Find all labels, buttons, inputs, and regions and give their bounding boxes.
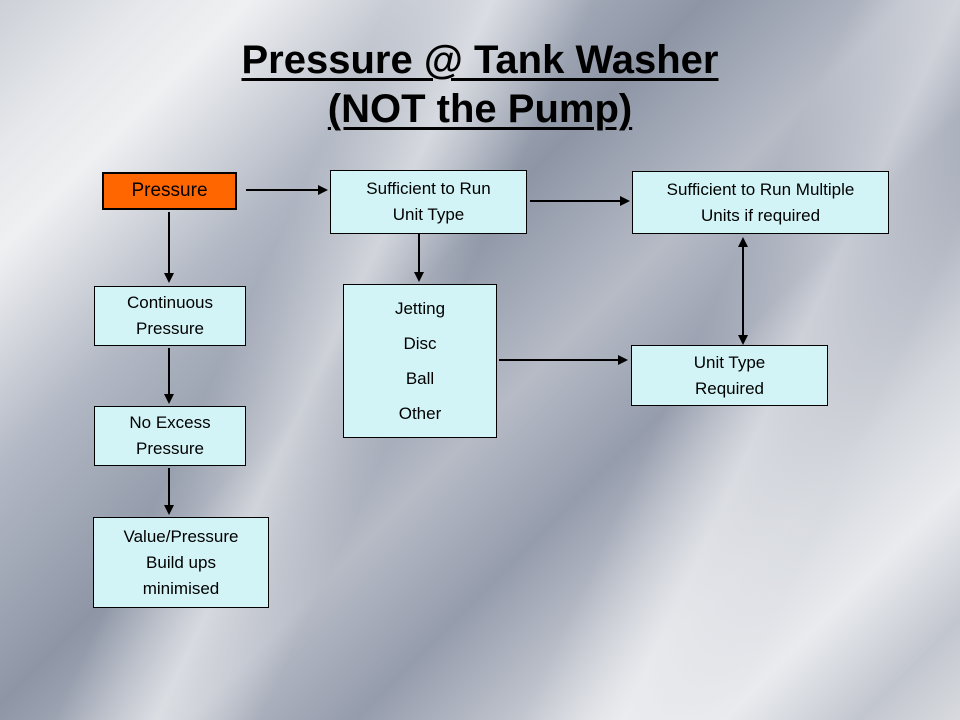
slide-title-line1: Pressure @ Tank Washer — [241, 38, 719, 82]
node-label-line: Unit Type — [693, 352, 766, 372]
unit-option-jetting: Jetting — [394, 298, 446, 318]
arrowhead-down-icon — [738, 335, 748, 345]
flow-node-no-excess-pressure: No Excess Pressure — [94, 406, 246, 466]
arrowhead-right-icon — [618, 355, 628, 365]
unit-option-other: Other — [398, 403, 442, 423]
node-label-line: Pressure — [135, 319, 205, 338]
arrowhead-right-icon — [620, 196, 630, 206]
node-label-line: minimised — [142, 578, 220, 598]
slide-title-line2: (NOT the Pump) — [327, 87, 633, 131]
flow-node-sufficient-to-run-unit-type: Sufficient to Run Unit Type — [330, 170, 527, 234]
node-label-line: Continuous — [126, 293, 213, 312]
arrowhead-down-icon — [164, 273, 174, 283]
node-label-line: Pressure — [135, 439, 205, 458]
node-label-line: Units if required — [700, 205, 821, 225]
arrowhead-up-icon — [738, 237, 748, 247]
arrowhead-down-icon — [414, 272, 424, 282]
flow-node-sufficient-to-run-multiple-units: Sufficient to Run Multiple Units if requ… — [632, 171, 889, 234]
node-label-line: Value/Pressure — [123, 526, 239, 546]
arrowhead-right-icon — [318, 185, 328, 195]
flow-node-unit-type-required: Unit Type Required — [631, 345, 828, 406]
flow-node-pressure-label: Pressure — [131, 180, 208, 201]
unit-option-ball: Ball — [405, 368, 435, 388]
flow-node-continuous-pressure: Continuous Pressure — [94, 286, 246, 346]
flow-node-unit-options: Jetting Disc Ball Other — [343, 284, 497, 438]
unit-option-disc: Disc — [403, 333, 437, 353]
flow-node-pressure: Pressure — [102, 172, 237, 210]
node-label-line: Sufficient to Run Multiple — [666, 179, 855, 199]
arrowhead-down-icon — [164, 505, 174, 515]
slide-title: Pressure @ Tank Washer (NOT the Pump) — [0, 36, 960, 134]
arrowhead-down-icon — [164, 394, 174, 404]
node-label-line: Sufficient to Run — [366, 179, 491, 198]
flow-node-value-pressure-buildups: Value/Pressure Build ups minimised — [93, 517, 269, 608]
node-label-line: Build ups — [146, 552, 216, 572]
node-label-line: Unit Type — [392, 205, 465, 224]
node-label-line: No Excess — [129, 413, 211, 432]
node-label-line: Required — [695, 378, 764, 398]
